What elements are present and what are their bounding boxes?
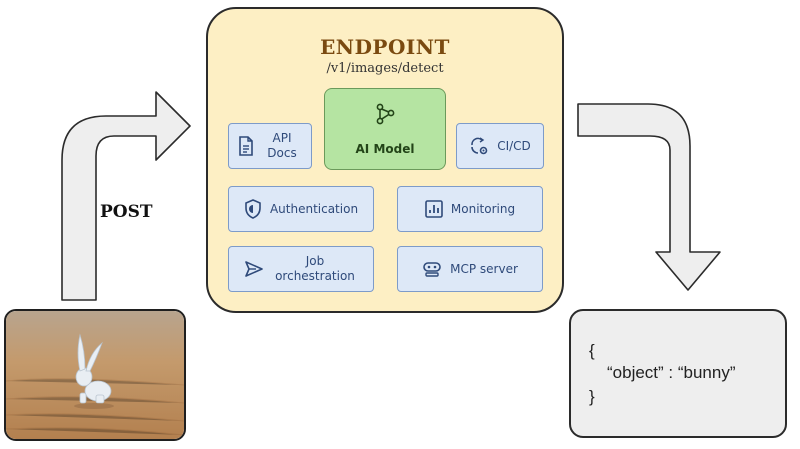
job-orchestration-tile: Job orchestration: [228, 246, 374, 292]
ci-cd-tile: CI/CD: [456, 123, 544, 169]
endpoint-title: ENDPOINT: [320, 35, 450, 59]
job-orchestration-label: Job orchestration: [275, 254, 355, 283]
ai-model-tile: AI Model: [324, 88, 446, 170]
input-image-bunny: [4, 309, 186, 441]
authentication-label: Authentication: [269, 201, 359, 216]
json-key: “object”: [607, 363, 664, 382]
authentication-tile: Authentication: [228, 186, 374, 232]
endpoint-box: ENDPOINT /v1/images/detect API Docs AI M…: [206, 7, 564, 313]
json-key-value-line: “object” : “bunny”: [607, 363, 736, 383]
ai-model-label: AI Model: [355, 141, 415, 156]
request-arrow: [61, 91, 191, 301]
json-response-box: { “object” : “bunny” }: [569, 309, 787, 438]
api-docs-label: API Docs: [267, 131, 297, 160]
api-docs-tile: API Docs: [228, 123, 312, 169]
send-icon: [244, 260, 264, 278]
ci-cd-label: CI/CD: [497, 138, 531, 153]
mcp-server-tile: MCP server: [397, 246, 543, 292]
document-icon: [238, 136, 254, 156]
json-open-brace: {: [589, 341, 595, 360]
mcp-server-label: MCP server: [450, 261, 518, 276]
json-separator: :: [663, 363, 678, 382]
sync-gear-icon: [469, 136, 489, 156]
monitoring-label: Monitoring: [450, 201, 516, 216]
bar-chart-icon: [425, 200, 443, 218]
shield-icon: [244, 199, 262, 219]
post-method-label: POST: [100, 202, 153, 222]
monitoring-tile: Monitoring: [397, 186, 543, 232]
json-close-brace: }: [589, 387, 595, 406]
response-arrow: [577, 103, 721, 291]
json-value: “bunny”: [677, 363, 736, 382]
endpoint-route: /v1/images/detect: [326, 61, 444, 76]
network-nodes-icon: [374, 103, 396, 128]
robot-icon: [422, 260, 442, 278]
